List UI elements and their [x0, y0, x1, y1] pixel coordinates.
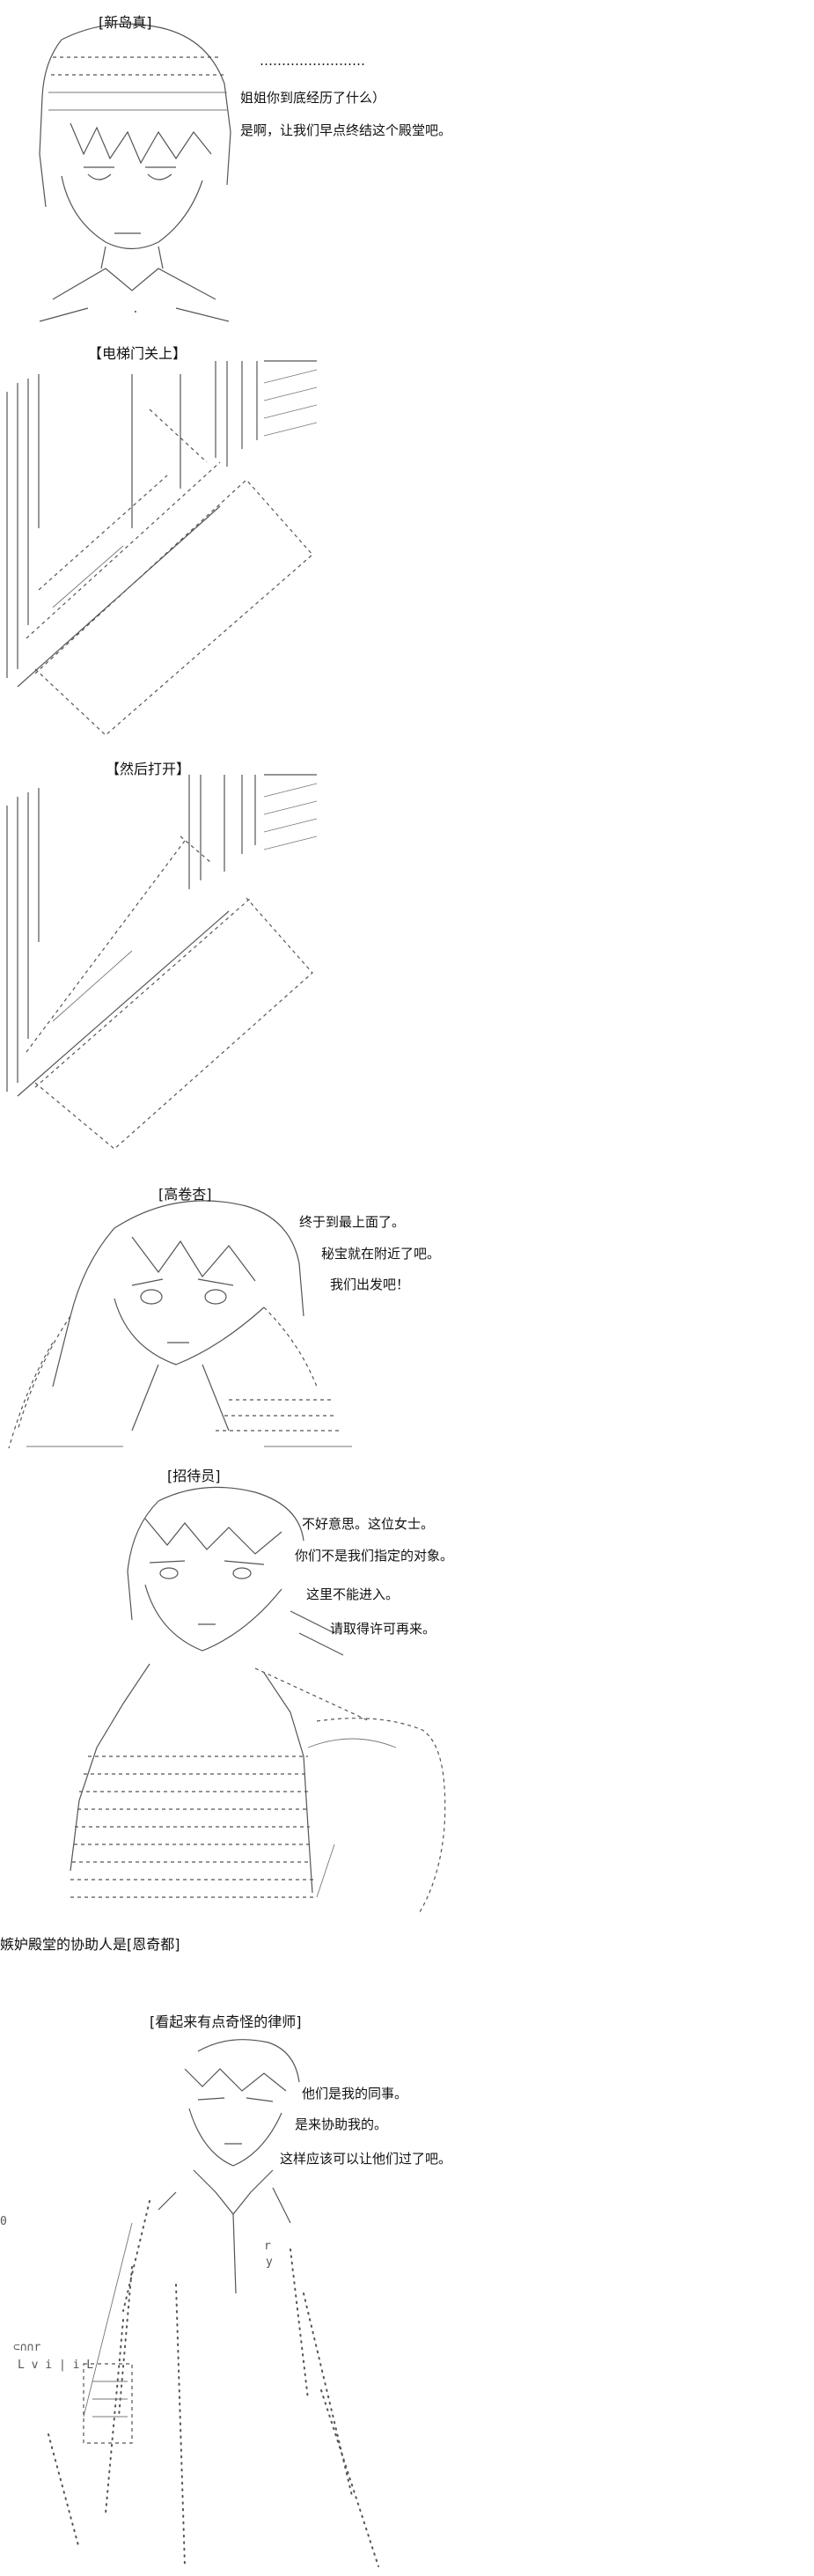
dialogue-line: 姐姐你到底经历了什么） — [240, 90, 386, 106]
speaker-label: [看起来有点奇怪的律师] — [150, 2013, 302, 2030]
panel-makoto: . [新岛真] …………………… 姐姐你到底经历了什么） 是啊，让我们早点终结这… — [0, 0, 814, 335]
dialogue-line: 是啊，让我们早点终结这个殿堂吧。 — [240, 122, 452, 138]
panel-receptionist: [招待员] 不好意思。这位女士。 你们不是我们指定的对象。 这里不能进入。 请取… — [0, 1457, 814, 2003]
dialogue-line: 他们是我的同事。 — [302, 2086, 408, 2101]
makoto-ascii-art: . — [39, 23, 231, 322]
dialogue-line: 这样应该可以让他们过了吧。 — [280, 2151, 452, 2167]
svg-text:⊂∩∩r: ⊂∩∩r — [13, 2341, 40, 2354]
dialogue-line: 你们不是我们指定的对象。 — [295, 1548, 454, 1564]
svg-text:0: 0 — [0, 2215, 7, 2228]
speaker-label: [新岛真] — [99, 14, 152, 31]
receptionist-ascii-art — [70, 1486, 446, 1916]
dialogue-line: 这里不能进入。 — [306, 1586, 400, 1602]
narration-label: 【电梯门关上】 — [88, 345, 187, 362]
ann-ascii-art — [8, 1200, 352, 1449]
dialogue-line: 终于到最上面了。 — [299, 1214, 406, 1230]
panel-lawyer: ⊂∩∩r L v i | i L 0 r y [看起来有点奇怪的律师] 他们是我… — [0, 2003, 814, 2576]
narration-label: 【然后打开】 — [106, 761, 191, 777]
speaker-label: [高卷杏] — [158, 1186, 212, 1203]
svg-text:L v i | i L: L v i | i L — [18, 2359, 93, 2372]
svg-text:r: r — [264, 2240, 271, 2253]
svg-text:y: y — [266, 2256, 273, 2269]
dialogue-line: 秘宝就在附近了吧。 — [321, 1246, 441, 1262]
dialogue-line: 不好意思。这位女士。 — [302, 1516, 435, 1532]
ellipsis-text: …………………… — [260, 53, 365, 69]
elevator-open-ascii-art — [6, 774, 318, 1150]
panel-elevator-open: 【然后打开】 — [0, 748, 814, 1167]
dialogue-line: 我们出发吧！ — [330, 1277, 410, 1292]
dialogue-line: 请取得许可再来。 — [330, 1621, 436, 1637]
speaker-label: [招待员] — [167, 1468, 221, 1484]
panel-elevator-close: 【电梯门关上】 — [0, 335, 814, 748]
elevator-closed-ascii-art — [6, 360, 318, 736]
dialogue-line: 是来协助我的。 — [295, 2116, 388, 2132]
lawyer-ascii-art: ⊂∩∩r L v i | i L 0 r y — [0, 2039, 379, 2567]
caption-text: 嫉妒殿堂的协助人是[恩奇都] — [0, 1936, 180, 1953]
panel-ann: [高卷杏] 终于到最上面了。 秘宝就在附近了吧。 我们出发吧！ — [0, 1167, 814, 1457]
svg-text:.: . — [132, 303, 139, 316]
